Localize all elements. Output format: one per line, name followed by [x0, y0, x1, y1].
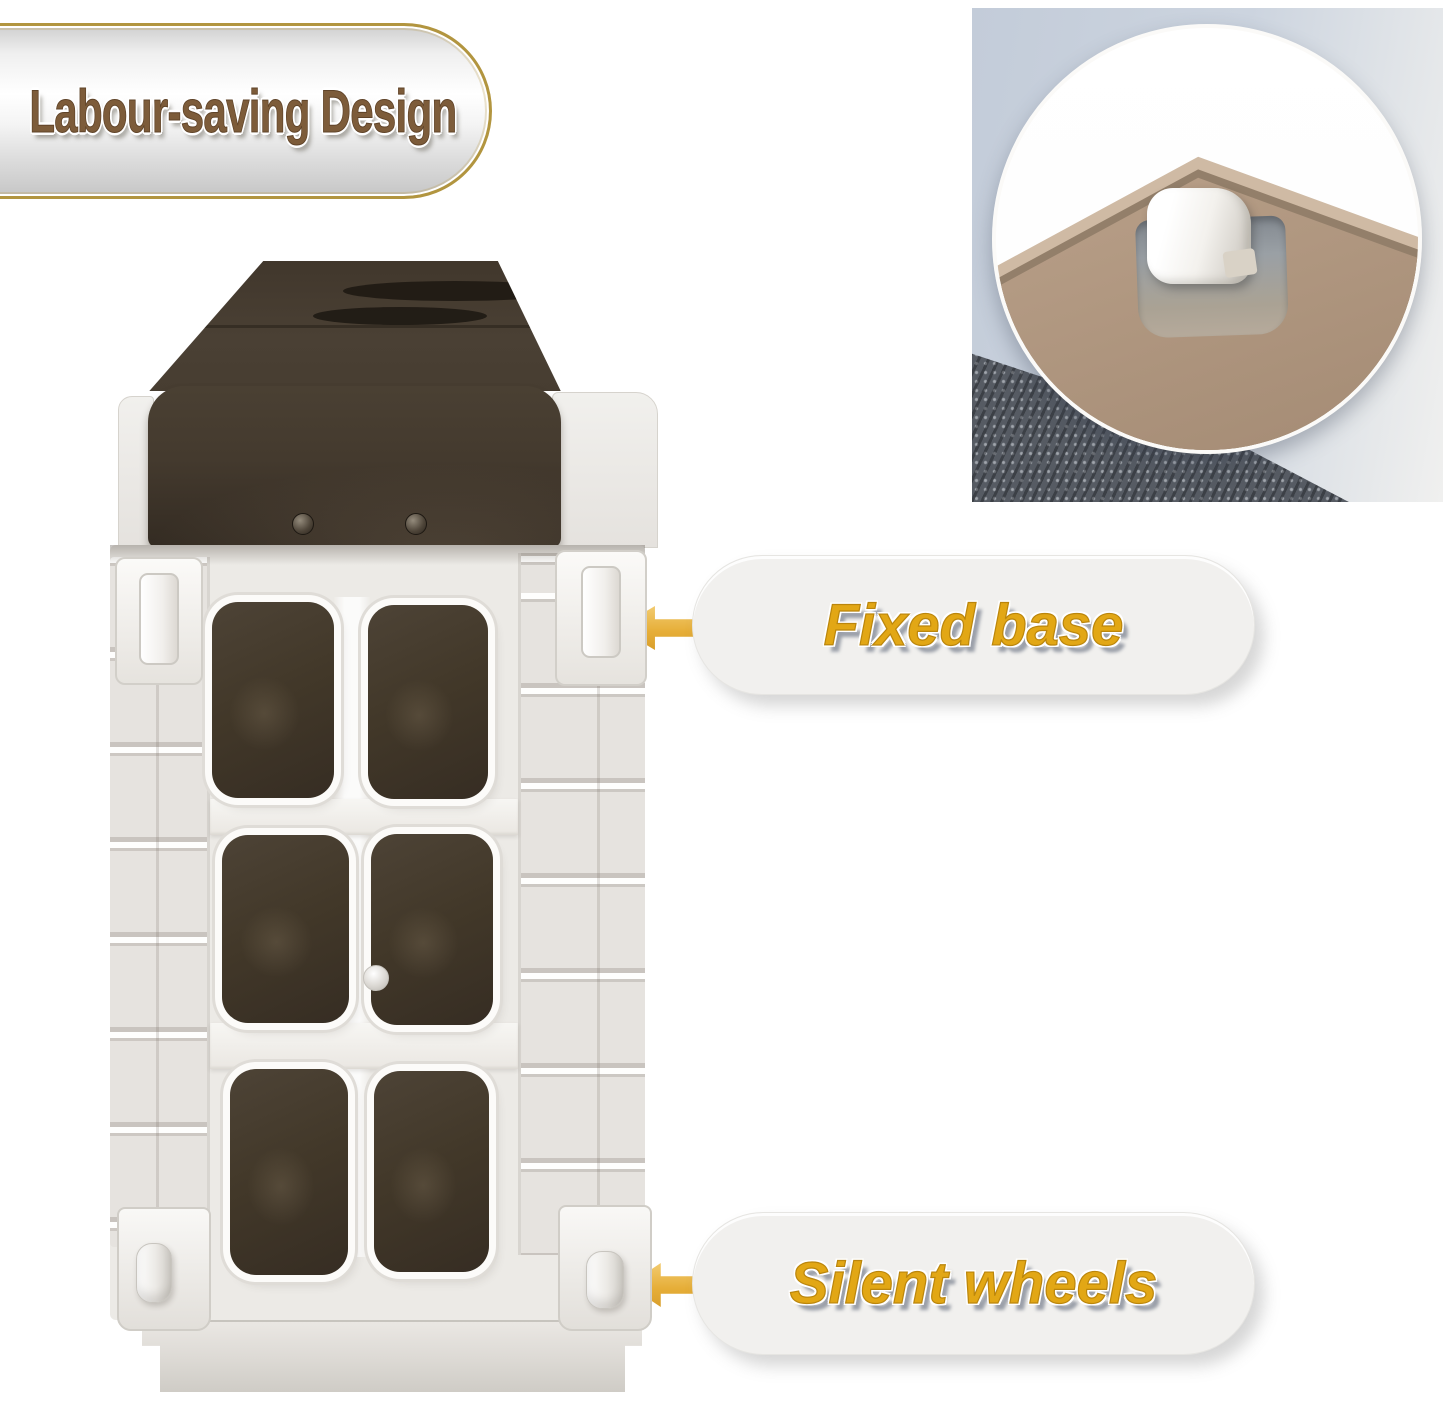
drawer-bottom-window	[374, 1071, 489, 1272]
silent-wheels-callout-pill: Silent wheels	[692, 1212, 1255, 1355]
drawer-bottom-window	[222, 835, 349, 1023]
screw	[363, 965, 389, 991]
base-corner-right	[552, 392, 658, 548]
drawer-bottom-window	[212, 602, 334, 798]
fixed-base-callout-pill: Fixed base	[692, 555, 1255, 695]
cross-beam	[210, 799, 518, 835]
cross-beam	[210, 1023, 518, 1069]
fixed-base-label: Fixed base	[823, 592, 1124, 658]
drawer-bottom-window	[371, 834, 493, 1025]
silent-wheels-label: Silent wheels	[789, 1250, 1158, 1316]
bottom-base-frame	[110, 545, 652, 1331]
base-bottom-plate	[142, 1320, 642, 1392]
bracket-slot	[581, 566, 621, 658]
screw	[405, 513, 427, 535]
screw	[292, 513, 314, 535]
drawer-handle-slot	[313, 307, 487, 325]
wheel-detail-inset	[972, 8, 1443, 502]
labour-saving-banner: Labour-saving Design	[0, 23, 492, 199]
fixed-base-bracket-left	[115, 557, 203, 685]
drawer-front-face	[148, 386, 561, 548]
drawer-seam	[157, 325, 557, 328]
silent-wheel-left	[136, 1243, 172, 1303]
fixed-base-bracket-right	[555, 550, 647, 686]
silent-wheel-right	[586, 1251, 624, 1309]
wheel-zoom-circle	[992, 24, 1422, 454]
drawer-stack-top	[149, 261, 561, 391]
drawer-bottom-window	[368, 605, 488, 799]
drawer-bottom-window	[230, 1069, 348, 1275]
drawer-handle-slot	[343, 281, 561, 301]
banner-label: Labour-saving Design	[29, 77, 457, 145]
bracket-slot	[139, 573, 179, 665]
